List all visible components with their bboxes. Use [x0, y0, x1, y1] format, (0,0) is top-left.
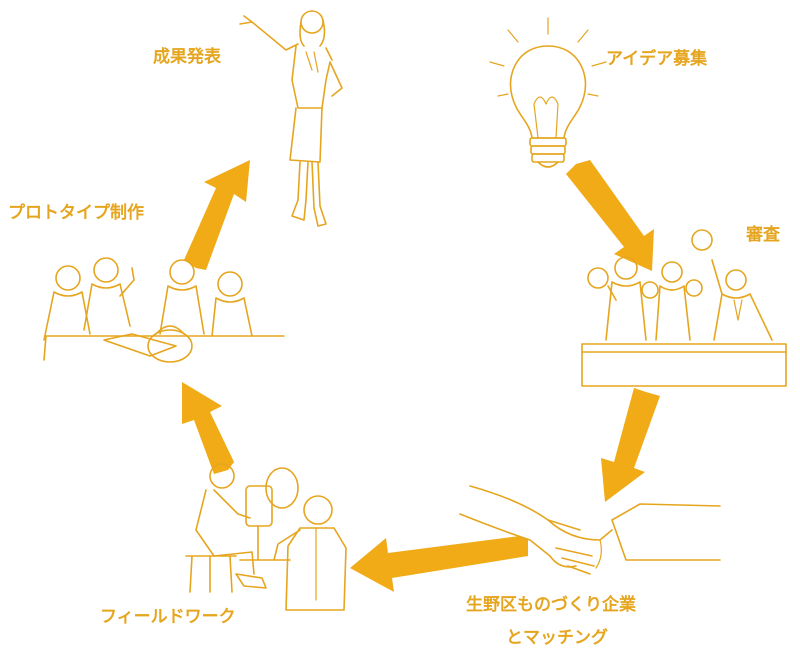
arrow-matching-to-fieldwork [350, 536, 528, 592]
label-prototype: プロトタイプ制作 [8, 202, 144, 223]
arrow-prototype-to-present [184, 160, 250, 270]
label-fieldwork: フィールドワーク [100, 607, 236, 627]
handshake-icon [459, 485, 721, 575]
label-review: 審査 [745, 224, 781, 245]
arrow-review-to-matching [601, 388, 660, 502]
presenter-icon [239, 10, 343, 227]
label-matching-line1: 生野区ものづくり企業 [466, 594, 636, 615]
arrow-ideas-to-review [566, 160, 654, 271]
label-matching-line2: とマッチング [506, 627, 608, 648]
label-present: 成果発表 [153, 46, 222, 67]
lightbulb-icon [489, 17, 607, 168]
craftsman-icon [185, 463, 347, 611]
label-ideas: アイデア募集 [606, 48, 708, 69]
flow-arrows [182, 160, 660, 592]
arrow-fieldwork-to-prototype [182, 382, 234, 474]
team-meeting-icon [43, 257, 285, 363]
judges-icon [581, 229, 787, 387]
